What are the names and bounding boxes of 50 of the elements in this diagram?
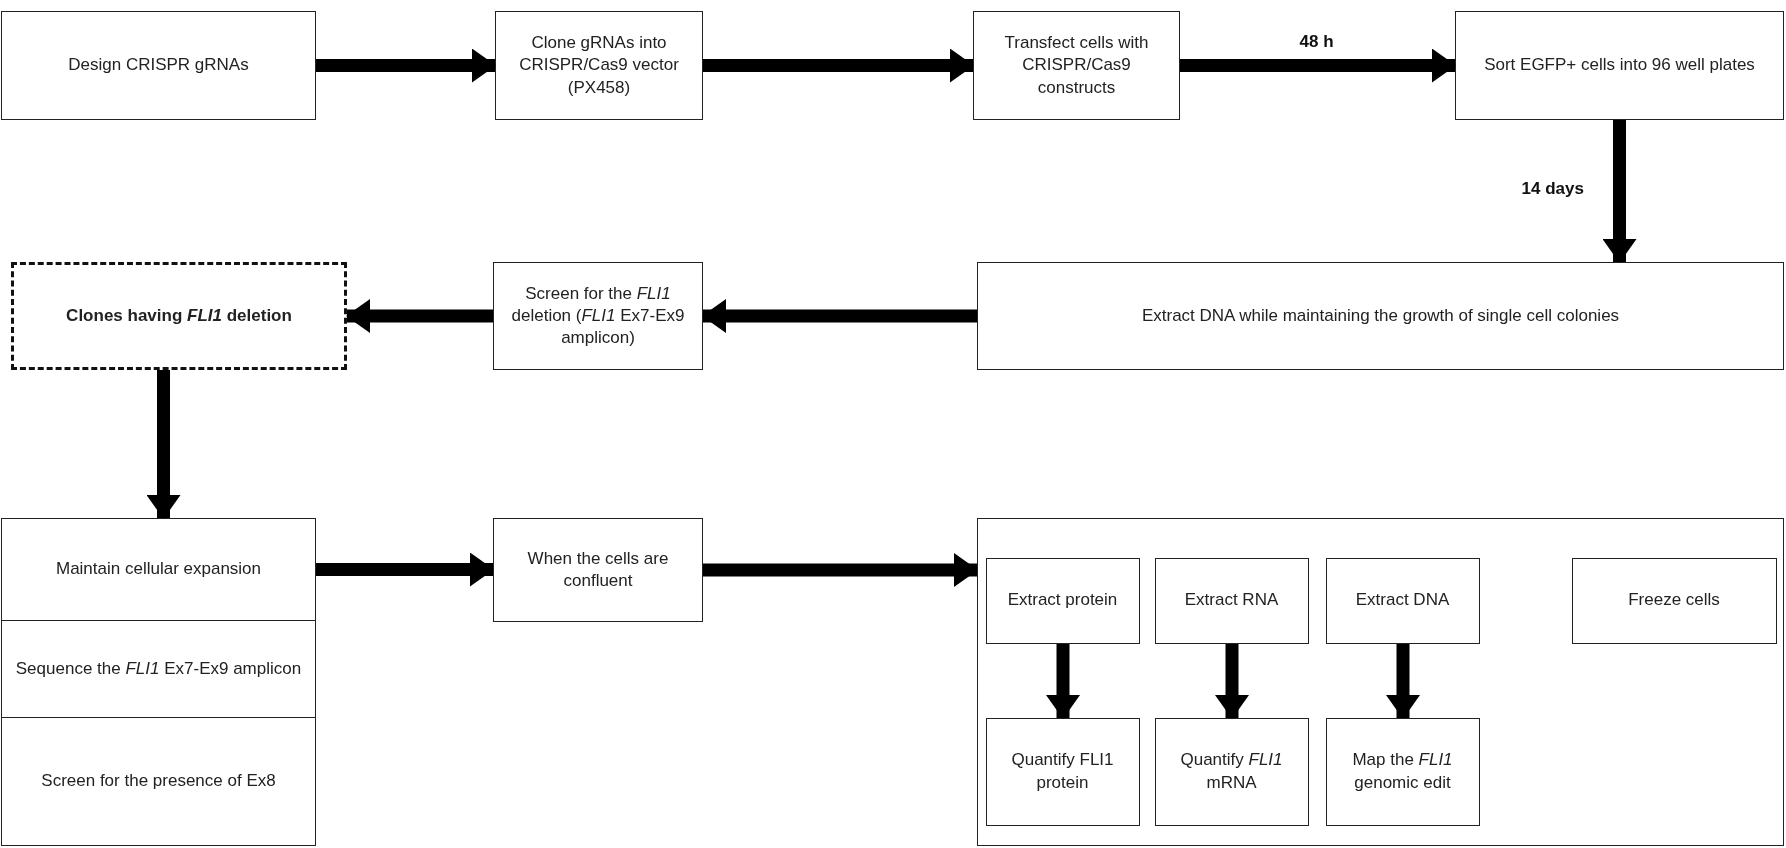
arrow xyxy=(1215,644,1249,719)
process-box xyxy=(973,11,1180,120)
step-text: When the cells are confluent xyxy=(526,547,670,592)
step-text: Screen for the FLI1 deletion (FLI1 Ex7-Ex9 amplicon) xyxy=(510,282,686,350)
step-text: Sequence the FLI1 Ex7-Ex9 amplicon xyxy=(15,657,302,680)
arrow xyxy=(703,48,974,83)
step-text: Quantify FLI1 protein xyxy=(1010,749,1115,794)
step-text: Extract DNA while maintaining the growth of single cell colonies xyxy=(1141,304,1620,327)
process-box xyxy=(493,518,703,622)
process-box xyxy=(1154,717,1309,826)
step-text: Clones having FLI1 deletion xyxy=(66,304,292,327)
step-text: Maintain cellular expansion xyxy=(55,558,262,581)
process-box xyxy=(1,11,316,120)
process-box xyxy=(977,262,1784,370)
step-text: Quantify FLI1 mRNA xyxy=(1179,749,1284,794)
process-box xyxy=(985,717,1140,826)
process-box xyxy=(1455,11,1784,120)
process-box xyxy=(1,620,316,718)
arrow xyxy=(1180,48,1456,83)
arrow xyxy=(1602,120,1637,263)
step-text: Extract protein xyxy=(1007,589,1118,612)
step-text: Transfect cells with CRISPR/Cas9 constructs xyxy=(1003,32,1150,99)
arrow xyxy=(146,370,181,519)
process-box xyxy=(1,717,316,846)
step-text: Clone gRNAs into CRISPR/Cas9 vector (PX458) xyxy=(518,32,680,99)
process-box xyxy=(495,11,703,120)
process-box xyxy=(1571,557,1777,644)
process-box xyxy=(493,262,703,370)
process-box xyxy=(1,518,316,621)
arrow xyxy=(1046,644,1080,719)
process-box xyxy=(1325,557,1480,644)
step-text: Sort EGFP+ cells into 96 well plates xyxy=(1484,54,1755,77)
process-box xyxy=(1154,557,1309,644)
edge-label: 14 days xyxy=(1519,179,1586,199)
step-text: Screen for the presence of Ex8 xyxy=(41,770,276,793)
step-text: Freeze cells xyxy=(1628,589,1720,612)
arrow xyxy=(316,48,496,83)
arrow xyxy=(346,299,493,333)
arrow xyxy=(1386,644,1420,719)
arrow xyxy=(316,552,494,587)
arrow xyxy=(703,553,978,587)
group-box xyxy=(977,518,1784,846)
arrow xyxy=(702,299,977,333)
result-box xyxy=(11,262,347,370)
step-text: Map the FLI1 genomic edit xyxy=(1351,749,1454,794)
step-text: Design CRISPR gRNAs xyxy=(68,54,249,77)
process-box xyxy=(985,557,1140,644)
process-box xyxy=(1325,717,1480,826)
step-text: Extract DNA xyxy=(1355,589,1450,612)
step-text: Extract RNA xyxy=(1184,589,1279,612)
